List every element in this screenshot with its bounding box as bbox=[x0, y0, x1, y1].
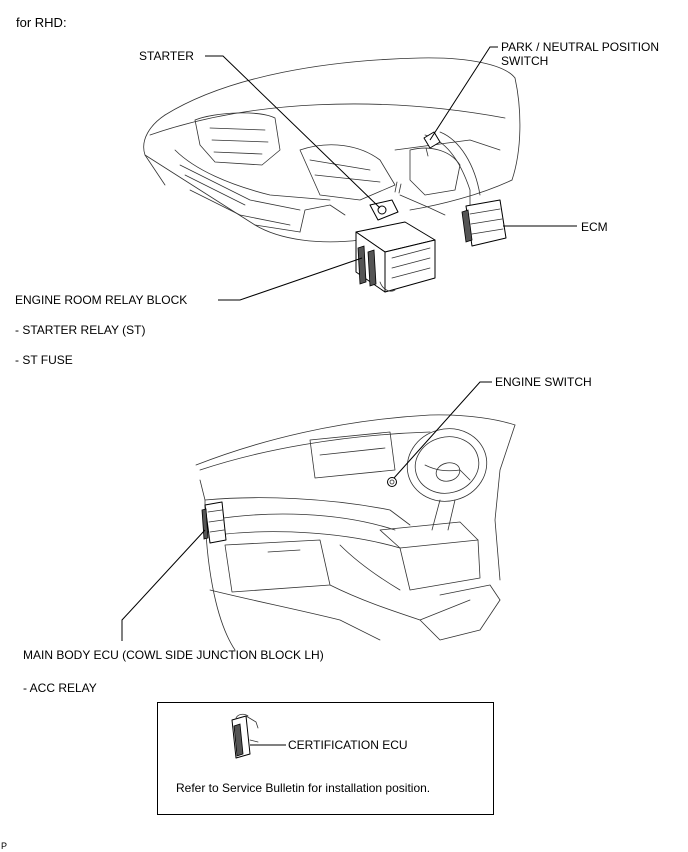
label-ecm: ECM bbox=[581, 220, 608, 234]
label-engine-room-relay-block: ENGINE ROOM RELAY BLOCK bbox=[15, 293, 188, 307]
label-park-neutral-line2: SWITCH bbox=[501, 54, 549, 68]
variant-heading: for RHD: bbox=[16, 15, 67, 30]
installation-note: Refer to Service Bulletin for installati… bbox=[176, 781, 431, 795]
label-park-neutral-line1: PARK / NEUTRAL POSITION bbox=[501, 40, 660, 54]
park-neutral-switch-leader-line bbox=[429, 46, 498, 141]
label-engine-switch: ENGINE SWITCH bbox=[495, 375, 592, 389]
certification-ecu-legend-box bbox=[157, 702, 494, 815]
label-main-body-ecu: MAIN BODY ECU (COWL SIDE JUNCTION BLOCK … bbox=[23, 648, 324, 662]
label-acc-relay: - ACC RELAY bbox=[23, 681, 97, 695]
label-starter-relay: - STARTER RELAY (ST) bbox=[15, 323, 146, 337]
dashboard-drawing bbox=[195, 414, 516, 651]
label-st-fuse: - ST FUSE bbox=[15, 353, 73, 367]
main-body-ecu-leader-line bbox=[121, 529, 206, 641]
engine-compartment-drawing bbox=[143, 57, 521, 293]
certification-ecu-drawing bbox=[231, 713, 259, 759]
label-starter: STARTER bbox=[139, 49, 194, 63]
label-certification-ecu: CERTIFICATION ECU bbox=[288, 738, 408, 752]
engine-switch-leader-line bbox=[393, 381, 492, 479]
starter-leader-line bbox=[205, 55, 381, 209]
corner-mark: P bbox=[1, 841, 8, 851]
engine-room-relay-block-leader-line bbox=[218, 257, 363, 301]
